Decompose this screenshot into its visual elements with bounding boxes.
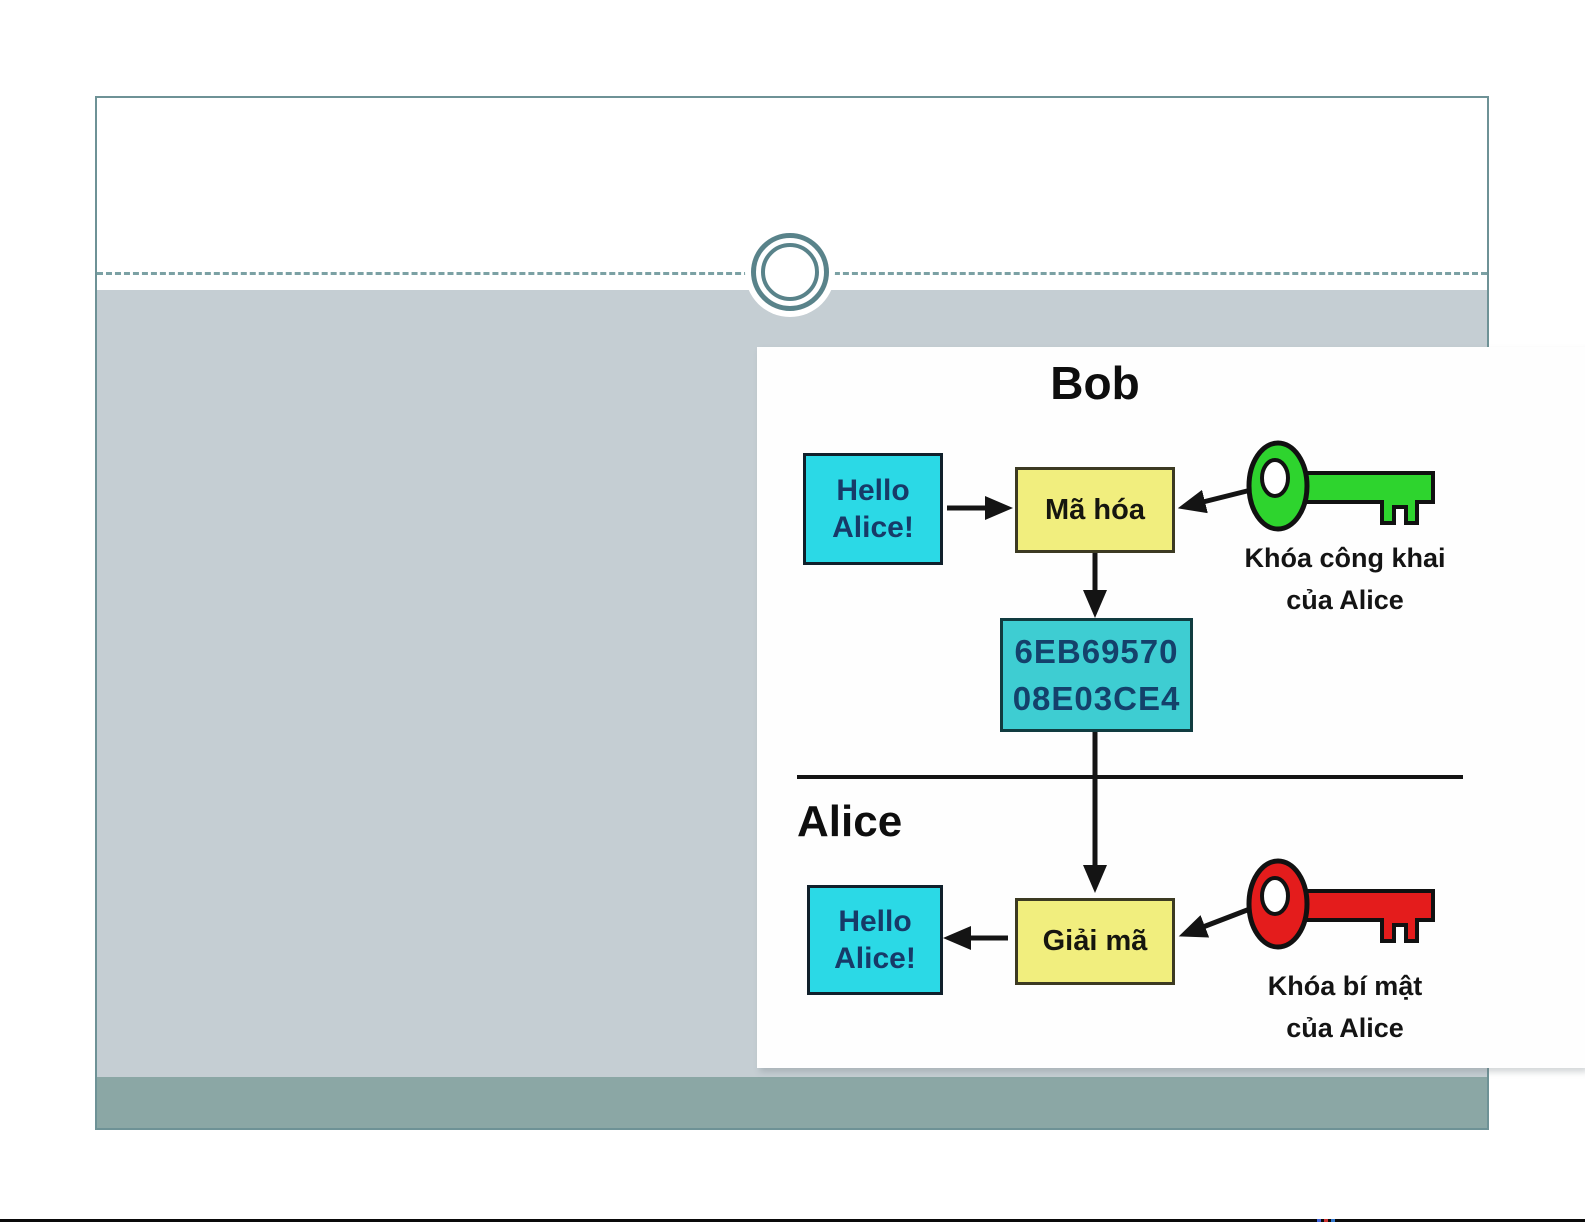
encrypt-box-label: Mã hóa: [1045, 493, 1145, 526]
watermark-dot: [1324, 1219, 1328, 1222]
plaintext-top-line2: Alice!: [832, 511, 914, 544]
arrow-privatekey-to-decrypt: [1178, 904, 1256, 938]
watermark-dot: [1331, 1219, 1335, 1222]
ciphertext-line2: 08E03CE4: [1012, 680, 1181, 717]
encrypt-box: Mã hóa: [1015, 467, 1175, 553]
slide-footer-bar: [97, 1077, 1487, 1128]
plaintext-bottom-line2: Alice!: [834, 942, 916, 975]
plaintext-bottom-line1: Hello: [838, 905, 912, 938]
ciphertext-line1: 6EB69570: [1014, 633, 1179, 670]
sender-label: Bob: [1050, 357, 1140, 409]
public-key-caption-line1: Khóa công khai: [1244, 543, 1446, 573]
private-key-icon: [1246, 858, 1435, 950]
public-key-caption-line2: của Alice: [1286, 585, 1404, 615]
receiver-label: Alice: [797, 797, 903, 846]
ciphertext-box: 6EB69570 08E03CE4: [1000, 618, 1193, 732]
watermark-dot: [1317, 1219, 1321, 1222]
crypto-diagram: Bob Hello Alice! Mã hóa Khóa công khai c…: [757, 347, 1585, 1068]
public-key-icon: [1246, 440, 1435, 532]
plaintext-box-top: Hello Alice!: [803, 453, 943, 565]
page-bottom-rule: [0, 1219, 1585, 1222]
arrow-publickey-to-encrypt: [1177, 486, 1256, 514]
private-key-caption-line1: Khóa bí mật: [1267, 971, 1423, 1001]
decrypt-box: Giải mã: [1015, 898, 1175, 985]
plaintext-top-line1: Hello: [836, 474, 910, 507]
arrows-layer: [797, 486, 1463, 950]
private-key-caption-line2: của Alice: [1286, 1013, 1404, 1043]
public-key-caption: Khóa công khai của Alice: [1195, 537, 1495, 621]
private-key-caption: Khóa bí mật của Alice: [1195, 965, 1495, 1049]
decrypt-box-label: Giải mã: [1042, 925, 1148, 957]
circle-decoration-inner-ring: [761, 243, 819, 301]
plaintext-box-bottom: Hello Alice!: [807, 885, 943, 995]
circle-decoration-icon: [751, 233, 829, 311]
